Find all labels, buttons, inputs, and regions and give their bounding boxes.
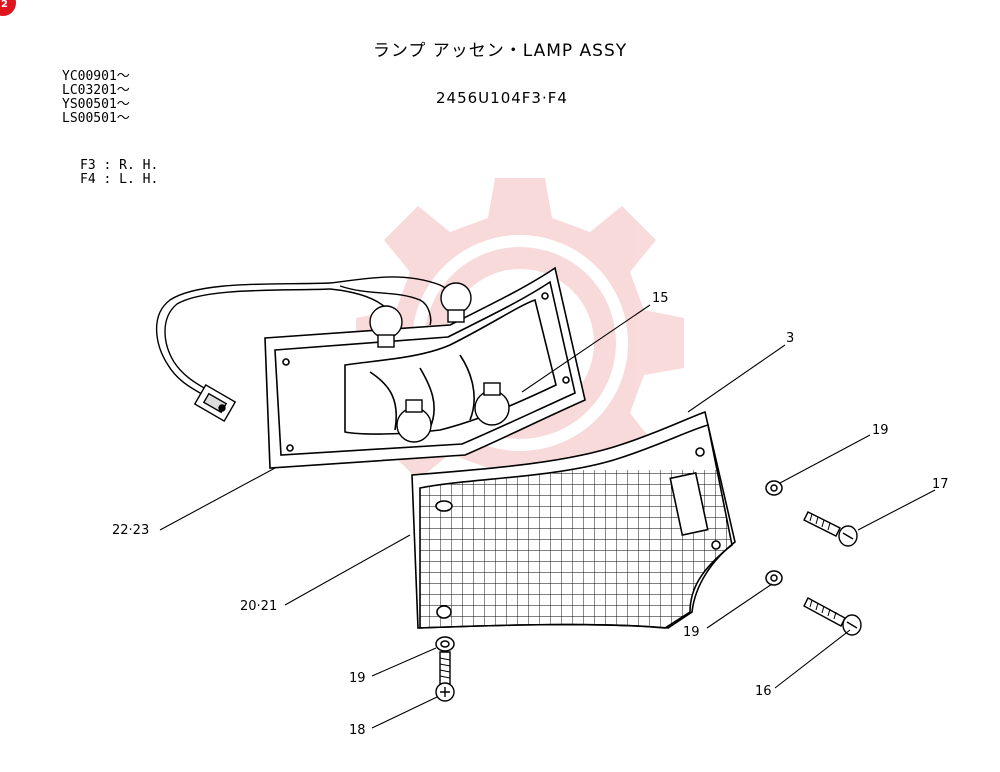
page-badge-number: 2 bbox=[1, 0, 8, 10]
callout-label: 19 bbox=[349, 671, 366, 686]
callout-label: 19 bbox=[872, 423, 889, 438]
lamp-lens bbox=[411, 410, 736, 629]
callout-label: 15 bbox=[652, 291, 669, 306]
washer-icon bbox=[435, 480, 783, 652]
callout-label: 22·23 bbox=[112, 523, 149, 538]
connector-plug-icon bbox=[193, 384, 237, 422]
serial-range: LC03201〜 bbox=[62, 83, 130, 98]
serial-range: LS00501〜 bbox=[62, 111, 130, 126]
callout-label: 20·21 bbox=[240, 599, 277, 614]
side-designation: F3 : R. H. bbox=[80, 158, 159, 173]
callout-label: 17 bbox=[932, 477, 949, 492]
page-badge: 2 bbox=[0, 0, 16, 16]
screw-icon bbox=[435, 511, 862, 702]
serial-range: YC00901〜 bbox=[62, 69, 130, 84]
part-number: 2456U104F3·F4 bbox=[436, 89, 568, 107]
diagram-title: ランプ アッセン・LAMP ASSY bbox=[372, 41, 628, 61]
side-designation: F4 : L. H. bbox=[80, 172, 159, 187]
callout-label: 19 bbox=[683, 625, 700, 640]
callout-label: 18 bbox=[349, 723, 366, 738]
bulb-icon bbox=[369, 282, 510, 443]
callout-label: 16 bbox=[755, 684, 772, 699]
serial-range: YS00501〜 bbox=[62, 97, 130, 112]
leader-lines bbox=[159, 304, 936, 729]
callout-label: 3 bbox=[786, 331, 794, 346]
